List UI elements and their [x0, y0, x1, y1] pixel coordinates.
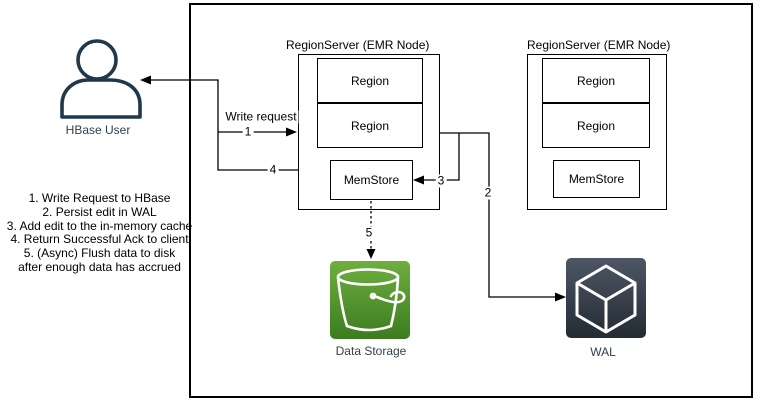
regionserver-2-region-2: Region — [542, 103, 650, 148]
regionserver-2-region-1: Region — [542, 58, 650, 103]
write-request-label: Write request — [223, 109, 299, 124]
note-line: 2. Persist edit in WAL — [42, 204, 157, 219]
region-label: Region — [350, 73, 390, 88]
step5-label: 5 — [363, 225, 375, 240]
region-label: Region — [350, 118, 390, 133]
steps-note: 1. Write Request to HBase 2. Persist edi… — [0, 191, 199, 275]
memstore-label: MemStore — [343, 173, 400, 187]
region-label: Region — [576, 118, 616, 133]
regionserver-1-memstore: MemStore — [330, 160, 413, 200]
note-line: after enough data has accrued — [18, 259, 181, 274]
note-line: 4. Return Successful Ack to client — [10, 232, 189, 247]
hbase-user-label: HBase User — [65, 123, 131, 137]
step2-label: 2 — [482, 185, 494, 200]
step1-label: 1 — [242, 124, 254, 139]
diagram-border — [189, 3, 753, 398]
user-icon — [60, 39, 142, 119]
wal-label: WAL — [590, 345, 616, 359]
regionserver-1-region-2: Region — [317, 103, 423, 148]
note-line: 1. Write Request to HBase — [28, 191, 171, 205]
memstore-label: MemStore — [568, 172, 625, 186]
step3-label: 3 — [435, 173, 447, 188]
data-storage-label: Data Storage — [335, 344, 407, 358]
arrowhead-left-icon — [140, 75, 151, 85]
step4-label: 4 — [267, 162, 279, 177]
region-label: Region — [576, 73, 616, 88]
note-line: 5. (Async) Flush data to disk — [23, 246, 176, 261]
note-line: 3. Add edit to the in-memory cache — [6, 218, 193, 233]
regionserver-1-title: RegionServer (EMR Node) — [286, 38, 430, 52]
regionserver-1-region-1: Region — [317, 58, 423, 103]
regionserver-2-memstore: MemStore — [553, 160, 640, 198]
regionserver-2-title: RegionServer (EMR Node) — [527, 38, 671, 52]
